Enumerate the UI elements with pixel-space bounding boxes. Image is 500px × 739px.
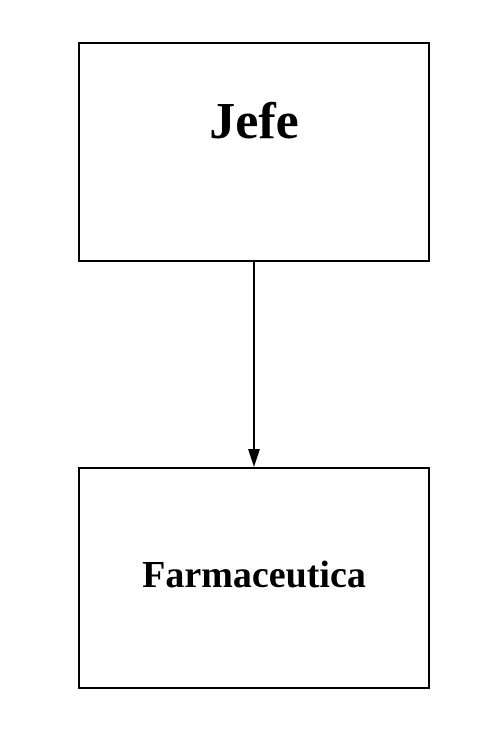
node-jefe-label: Jefe [209, 93, 299, 150]
node-farmaceutica-label: Farmaceutica [142, 554, 366, 596]
arrowhead-icon [248, 449, 260, 467]
node-farmaceutica: Farmaceutica [78, 467, 430, 689]
node-jefe: Jefe [78, 42, 430, 262]
